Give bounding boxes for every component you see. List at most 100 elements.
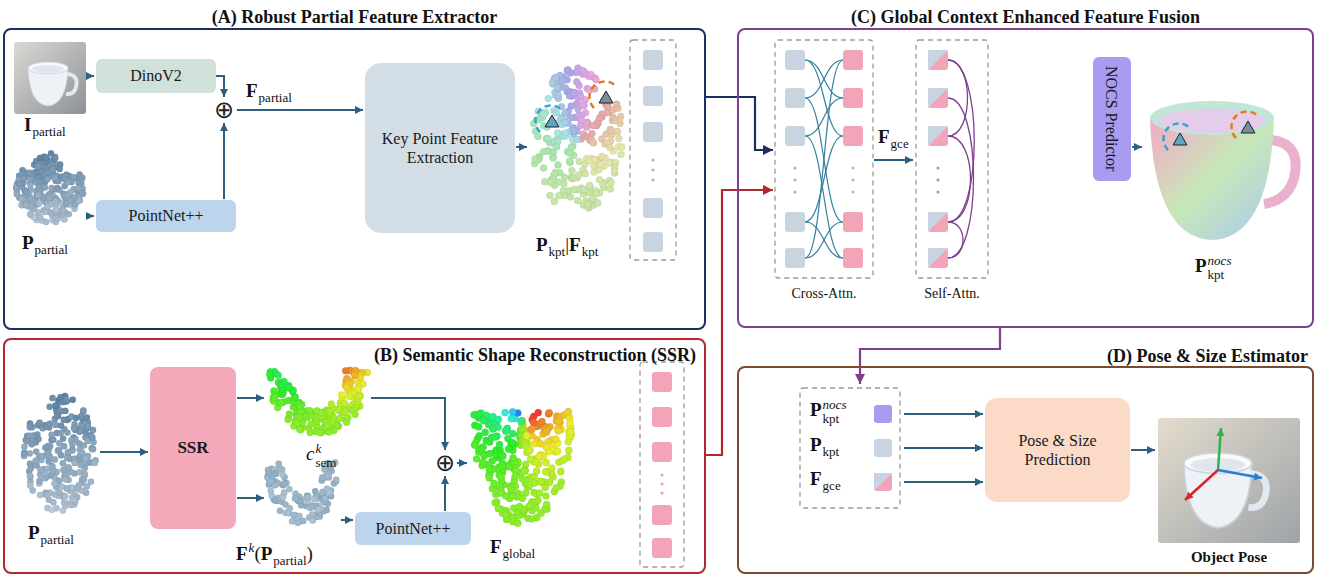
point [55, 448, 61, 454]
point [537, 478, 544, 485]
point [61, 216, 67, 222]
point [310, 517, 316, 523]
point [47, 421, 53, 427]
point [311, 496, 317, 502]
point [575, 172, 582, 179]
point [538, 418, 545, 425]
point [531, 480, 538, 487]
point [27, 182, 33, 188]
point [471, 442, 478, 449]
point [49, 507, 55, 513]
point [58, 430, 64, 436]
point [49, 395, 55, 401]
encoder-box: DinoV2 [96, 59, 216, 93]
point [568, 103, 575, 110]
math-subscript: partial [35, 242, 68, 257]
flow-connector [860, 328, 1000, 384]
point [346, 393, 353, 400]
point [46, 458, 52, 464]
point [49, 165, 55, 171]
point [486, 450, 493, 457]
box-label: Pose & Size Prediction [993, 431, 1122, 469]
point [61, 417, 67, 423]
math-subscript: kpt [823, 444, 840, 459]
math-label: Fgce [878, 126, 909, 152]
point [495, 416, 502, 423]
point-clouds [13, 65, 625, 527]
point [21, 444, 27, 450]
point [36, 478, 42, 484]
point [520, 467, 527, 474]
point [16, 181, 22, 187]
process-box: SSR [150, 367, 236, 529]
point [567, 428, 574, 435]
sum-symbol: ⊕ [214, 96, 234, 124]
point [593, 190, 600, 197]
point [61, 176, 67, 182]
math-subscript: kpt [1208, 268, 1232, 282]
point [62, 408, 68, 414]
point [551, 198, 558, 205]
point [21, 450, 27, 456]
cross-attention-block [775, 40, 873, 278]
math-label: Fgce [810, 468, 841, 494]
point [89, 446, 95, 452]
point [46, 195, 52, 201]
cup-photo [28, 62, 77, 106]
point [509, 454, 516, 461]
point [79, 450, 85, 456]
point [90, 427, 96, 433]
point [614, 128, 621, 135]
point [555, 427, 562, 434]
point [14, 191, 20, 197]
point [44, 176, 50, 182]
point [545, 410, 552, 417]
point [296, 403, 303, 410]
point [275, 372, 282, 379]
point [36, 200, 42, 206]
point [68, 437, 74, 443]
math-subscript: kpt [549, 244, 566, 259]
math-superscript: nocs [823, 398, 847, 412]
point [52, 215, 58, 221]
point [509, 439, 516, 446]
point [502, 409, 509, 416]
math-label: Pnocskpt [810, 398, 846, 425]
block-caption: Self-Attn. [924, 286, 980, 301]
point [44, 491, 50, 497]
point [575, 106, 582, 113]
point [495, 505, 502, 512]
point [80, 191, 86, 197]
point [309, 504, 315, 510]
point [505, 446, 512, 453]
point [593, 76, 600, 83]
point [43, 154, 49, 160]
point [479, 458, 486, 465]
point [268, 488, 274, 494]
point [526, 447, 533, 454]
math-label: cksem [306, 442, 336, 469]
point [559, 77, 566, 84]
point [89, 434, 95, 440]
math-symbol: F [246, 80, 258, 101]
point [503, 427, 510, 434]
cup-photo [1184, 453, 1267, 528]
point [543, 444, 550, 451]
point [615, 135, 622, 142]
point [291, 394, 298, 401]
point [342, 367, 349, 374]
point [279, 471, 285, 477]
point [562, 129, 569, 136]
point [521, 468, 528, 475]
point [42, 444, 48, 450]
point [273, 471, 279, 477]
keypoint-markers [535, 81, 616, 132]
point [26, 169, 32, 175]
point [61, 443, 67, 449]
point [281, 378, 288, 385]
point [573, 136, 580, 143]
flow-connector [706, 97, 773, 150]
math-symbol: P [810, 434, 822, 455]
encoder-box: PointNet++ [96, 200, 236, 232]
point [21, 451, 27, 457]
